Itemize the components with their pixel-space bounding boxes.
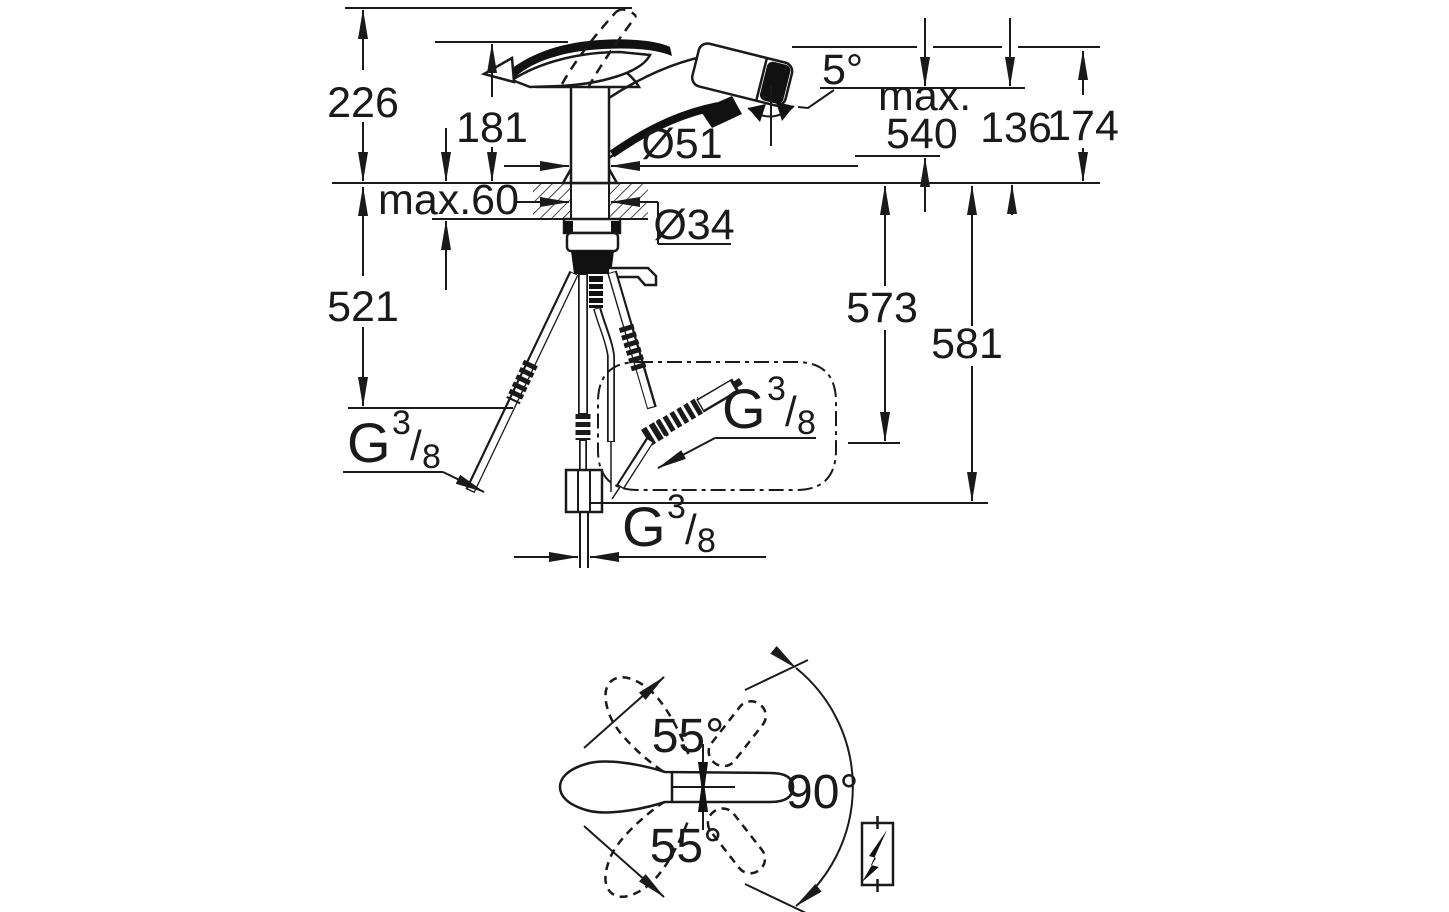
thread-label-left: G 3 / 8 [343,404,485,493]
handle-dashed-down [604,676,767,875]
angle-label-55-upper: 55° [652,710,725,763]
dim-label-581: 581 [931,320,1003,368]
dim-label-d51: Ø51 [641,120,722,168]
sector-55-upper: 55° [583,676,725,763]
svg-text:8: 8 [422,438,441,476]
svg-text:/: / [685,506,697,553]
spray-hose [593,306,615,492]
dim-label-226: 226 [327,79,399,127]
supply-hose-left [465,270,579,494]
hose-bracket [609,266,658,287]
lever-tip [480,55,516,84]
dim-label-174: 174 [1047,102,1119,150]
svg-text:/: / [785,388,797,435]
lever-top [505,39,672,80]
dim-label-573: 573 [846,284,918,332]
faucet-column [569,82,611,185]
dim-label-521: 521 [327,283,399,331]
thread-label-bottom: G 3 / 8 [514,488,766,562]
side-view: 226 181 max.60 Ø51 Ø34 521 5° [327,7,1119,568]
swivel-arrow-right [776,102,794,121]
dim-label-max: max. [878,72,971,120]
svg-text:G: G [622,495,666,558]
svg-text:3: 3 [767,370,786,408]
svg-text:G: G [722,377,766,440]
dim-label-181: 181 [456,104,528,152]
svg-text:8: 8 [697,522,716,560]
svg-text:G: G [347,411,391,474]
dim-label-5deg: 5° [822,46,863,94]
pullout-range-outline [597,361,837,491]
under-counter-assembly [465,217,837,568]
dim-label-max60: max.60 [378,176,519,224]
swivel-arrow-left [748,104,766,122]
electric-heater-symbol [860,816,895,892]
hose-hex-connector [564,468,604,514]
dimension-lines: 226 181 max.60 Ø51 Ø34 521 5° [327,7,1119,562]
handle-dashed-up [604,700,768,898]
leader-5deg [797,89,835,110]
angle-label-55-lower: 55° [650,820,723,873]
lightning-bolt-icon [862,830,887,882]
svg-text:/: / [410,422,422,469]
svg-text:8: 8 [797,404,816,442]
pullout-hose [564,274,604,568]
spray-head [690,42,794,107]
mounting-collar [565,231,620,253]
svg-text:3: 3 [667,488,686,526]
thread-label-right: G 3 / 8 [657,370,816,469]
faucet-body-artwork [480,8,795,185]
hose-spring [589,276,603,308]
dim-label-136: 136 [980,104,1052,152]
sector-55-lower: 55° [583,820,723,898]
dim-label-540: 540 [886,110,958,158]
spout-underside-wedge [700,96,742,128]
mounting-nut [571,251,614,274]
svg-text:3: 3 [392,404,411,442]
dim-label-d34: Ø34 [653,201,734,249]
angle-label-90: 90° [786,766,859,819]
lever-handle [509,50,652,89]
handle-top-view [558,760,795,814]
centre-arrows [698,744,708,830]
rotation-view: 90° 55° 55° [558,645,895,912]
sector-90: 90° [744,645,859,912]
supply-hose-right [607,270,743,500]
lever-raised-dashed [560,8,638,89]
